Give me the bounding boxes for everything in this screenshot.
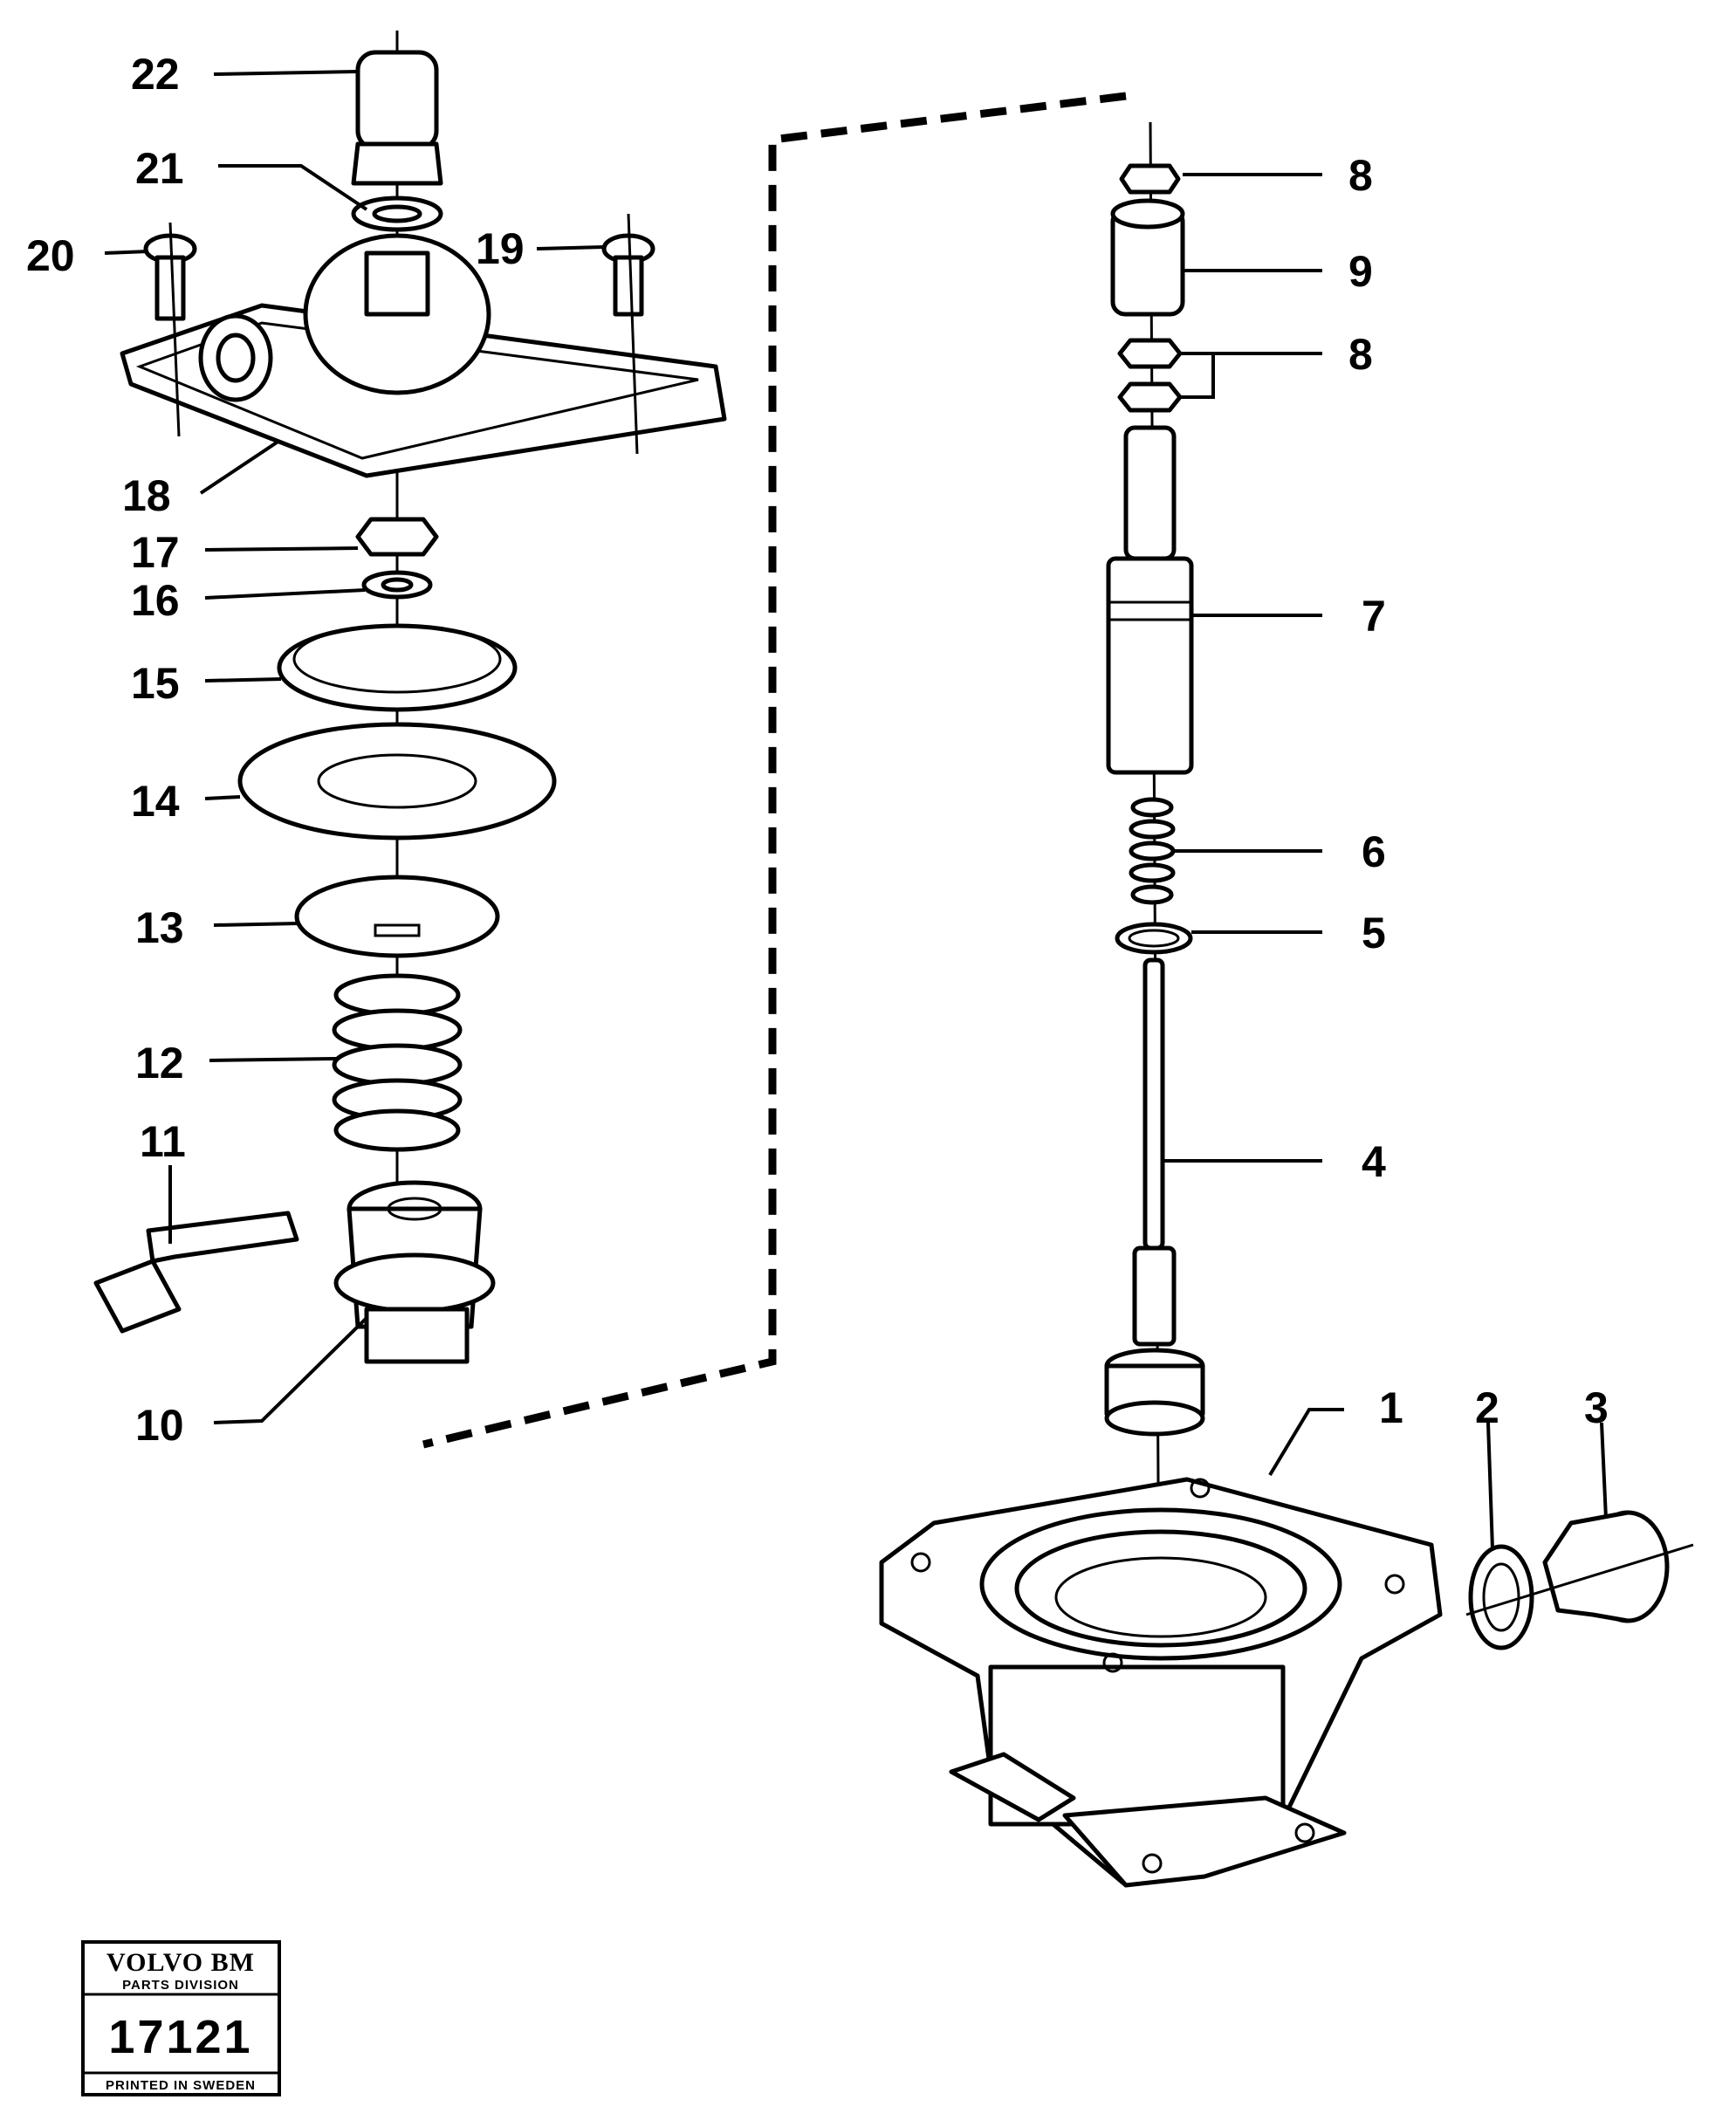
callout-13: 13	[135, 903, 184, 952]
stamp-division: PARTS DIVISION	[122, 1978, 239, 1993]
part-12-spring	[332, 973, 463, 1152]
part-9-sleeve	[1110, 198, 1185, 317]
part-18-cover-plate	[120, 233, 727, 478]
right-assembly	[879, 121, 1694, 1888]
part-22-cap-nut	[351, 50, 443, 186]
callout-2: 2	[1475, 1383, 1499, 1432]
callout-1: 1	[1379, 1383, 1403, 1432]
parts-division-stamp: VOLVO BM PARTS DIVISION 17121 PRINTED IN…	[81, 1940, 281, 2096]
callout-21: 21	[135, 144, 184, 193]
part-11-clip	[93, 1211, 299, 1334]
part-13-plate	[294, 875, 500, 958]
callout-9: 9	[1348, 247, 1373, 296]
assembly-connection-dashed-line	[422, 92, 1127, 1449]
part-20-screw	[143, 222, 197, 437]
callout-11: 11	[140, 1117, 186, 1166]
callout-5: 5	[1362, 909, 1386, 957]
callout-20: 20	[26, 231, 75, 280]
callout-10: 10	[135, 1401, 184, 1450]
callout-6: 6	[1362, 827, 1386, 876]
left-assembly	[93, 31, 727, 1364]
part-8-nut-pair	[1117, 338, 1183, 413]
part-4-valve-stem	[1104, 957, 1205, 1437]
callout-16: 16	[131, 576, 180, 625]
callout-4: 4	[1362, 1137, 1386, 1186]
part-3-plug	[1465, 1510, 1694, 1623]
callout-14: 14	[131, 777, 180, 826]
part-6-spring	[1129, 797, 1176, 905]
leader-lines	[104, 70, 1608, 1550]
part-8-nut-top	[1119, 163, 1181, 195]
callout-8-pair: 8	[1348, 330, 1373, 379]
part-1-housing	[879, 1477, 1443, 1888]
part-14-diaphragm	[237, 722, 557, 841]
part-10-valve-body	[333, 1180, 496, 1364]
stamp-brand: VOLVO BM	[106, 1948, 255, 1977]
callout-7: 7	[1362, 592, 1386, 641]
stamp-footer: PRINTED IN SWEDEN	[106, 2078, 256, 2093]
callout-8-top: 8	[1348, 151, 1373, 200]
callout-17: 17	[131, 528, 180, 577]
stamp-number: 17121	[108, 2011, 252, 2063]
callout-18: 18	[122, 471, 171, 520]
callout-19: 19	[476, 224, 525, 273]
part-19-screw	[601, 213, 655, 455]
callout-12: 12	[135, 1039, 184, 1088]
callout-3: 3	[1584, 1383, 1609, 1432]
part-15-plate	[277, 623, 518, 712]
part-21-washer	[351, 196, 443, 232]
part-17-nut	[355, 517, 439, 557]
part-16-washer	[361, 570, 433, 600]
callout-22: 22	[131, 50, 180, 99]
part-2-seal-ring	[1468, 1544, 1534, 1650]
callout-15: 15	[131, 659, 180, 708]
part-7-piston	[1106, 425, 1194, 775]
callout-labels: 22 21 20 19 18 17 16 15 14 13 12 11 10 8…	[26, 50, 1609, 1450]
part-5-o-ring	[1115, 922, 1193, 955]
